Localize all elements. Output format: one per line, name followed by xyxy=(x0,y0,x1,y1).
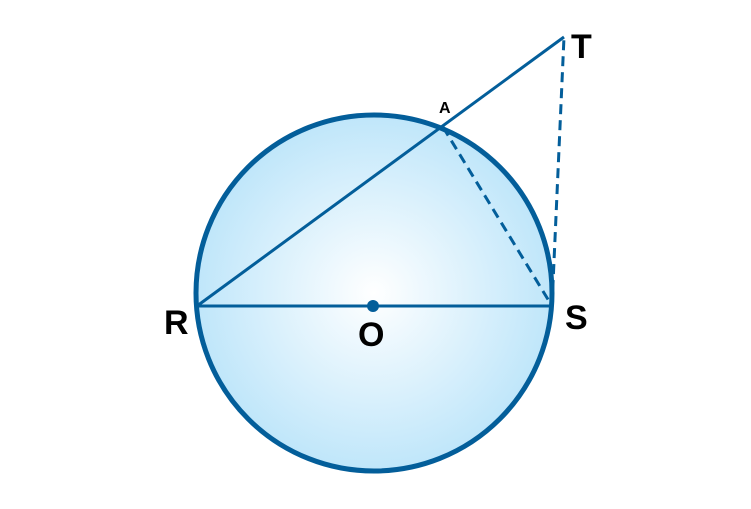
circle xyxy=(193,112,555,474)
dashed-line-as xyxy=(441,126,554,307)
center-point-o xyxy=(367,300,379,312)
label-s: S xyxy=(565,299,588,337)
label-a: A xyxy=(439,100,451,117)
label-r: R xyxy=(164,304,189,342)
label-o: O xyxy=(358,316,384,354)
line-rt xyxy=(196,35,565,308)
dashed-line-st xyxy=(550,36,566,307)
label-t: T xyxy=(571,28,592,66)
